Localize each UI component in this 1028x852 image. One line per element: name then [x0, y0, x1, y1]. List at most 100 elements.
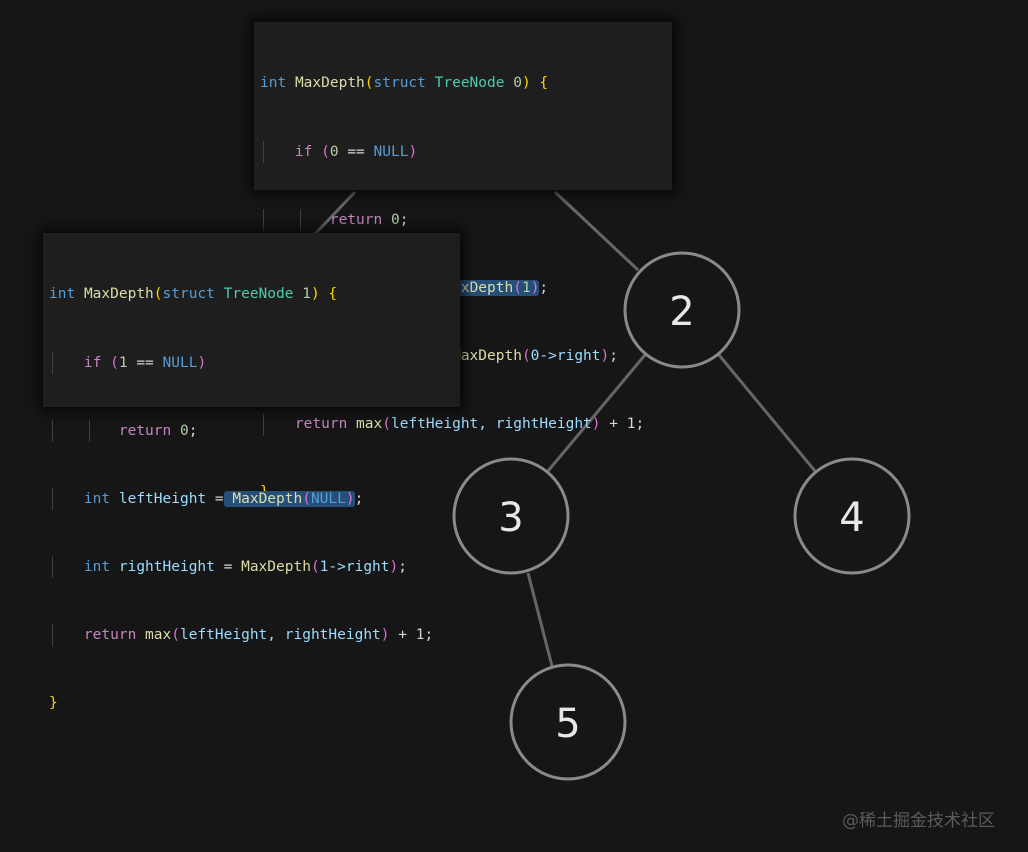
- token: (: [513, 279, 522, 296]
- token: ): [389, 558, 399, 575]
- token: ): [591, 415, 601, 432]
- token: {: [328, 286, 338, 303]
- edge-node3-to-node5: [526, 572, 554, 667]
- tree-node-2: 2: [623, 251, 741, 369]
- edge-root-to-node1: [313, 190, 357, 236]
- token: (: [382, 415, 391, 432]
- token: struct: [373, 75, 426, 92]
- token: return: [118, 422, 172, 439]
- code-line: }: [49, 692, 454, 715]
- token: 1: [302, 286, 311, 303]
- token: ): [530, 279, 540, 296]
- indent-guide: [300, 208, 301, 232]
- token: NULL: [373, 143, 409, 160]
- edge-root-to-node2: [553, 190, 640, 272]
- code-line: int MaxDepth(struct TreeNode 1) {: [49, 283, 454, 306]
- token: ;: [354, 490, 364, 507]
- code-line: int rightHeight = MaxDepth(1->right);: [49, 555, 454, 579]
- token: =: [223, 558, 233, 575]
- token: ;: [188, 422, 198, 439]
- token: + 1;: [609, 415, 645, 432]
- token: return: [294, 415, 348, 432]
- token: rightHeight: [495, 415, 592, 432]
- token: (: [153, 286, 163, 303]
- code-line: if (1 == NULL): [49, 351, 454, 375]
- token: (: [321, 143, 330, 160]
- token: 0: [513, 75, 522, 92]
- token: 0: [390, 211, 400, 228]
- highlighted-recursive-call: MaxDepth(1): [443, 279, 540, 296]
- token: ): [197, 354, 207, 371]
- token: + 1;: [398, 626, 434, 643]
- indent-guide: [52, 487, 53, 511]
- edge-node2-to-node4: [717, 354, 817, 472]
- token: }: [49, 694, 58, 711]
- token: MaxDepth: [83, 286, 154, 303]
- token: ): [600, 347, 610, 364]
- token: ): [521, 75, 531, 92]
- indent-guide: [52, 555, 53, 579]
- token: (: [521, 347, 531, 364]
- token: return: [329, 211, 383, 228]
- token: rightHeight: [118, 558, 215, 575]
- token: ): [345, 490, 355, 507]
- token: max: [356, 415, 383, 432]
- code-line: return 0;: [49, 419, 454, 443]
- token: leftHeight,: [390, 415, 488, 432]
- highlighted-recursive-call: MaxDepth(NULL): [223, 490, 355, 507]
- token: (: [310, 558, 320, 575]
- token: int: [260, 75, 287, 92]
- token: ;: [399, 211, 409, 228]
- code-box-call-1: int MaxDepth(struct TreeNode 1) { if (1 …: [43, 233, 460, 711]
- token: int: [83, 490, 111, 507]
- token: max: [145, 626, 172, 643]
- token: int: [49, 286, 76, 303]
- indent-guide: [52, 419, 53, 443]
- token: ;: [609, 347, 618, 364]
- token: TreeNode: [223, 286, 294, 303]
- node-label: 2: [669, 289, 694, 335]
- indent-guide: [263, 412, 264, 436]
- token: TreeNode: [434, 75, 505, 92]
- token: 1: [521, 279, 531, 296]
- code-line: return max(leftHeight, rightHeight) + 1;: [260, 412, 666, 436]
- token: MaxDepth: [241, 558, 311, 575]
- token: int: [83, 558, 111, 575]
- token: MaxDepth: [232, 490, 303, 507]
- tree-node-5: 5: [509, 663, 627, 781]
- code-box-call-0: int MaxDepth(struct TreeNode 0) { if (0 …: [254, 22, 672, 500]
- token: leftHeight: [118, 490, 207, 507]
- code-line: int MaxDepth(struct TreeNode 0) {: [260, 72, 666, 95]
- token: MaxDepth: [443, 279, 514, 296]
- code-line: return 0;: [260, 208, 666, 232]
- code-line: if (0 == NULL): [260, 140, 666, 164]
- node-label: 3: [498, 495, 523, 541]
- token: ): [408, 143, 418, 160]
- code-line: int leftHeight = MaxDepth(NULL);: [49, 487, 454, 511]
- token: return: [83, 626, 137, 643]
- token: if: [83, 354, 102, 371]
- token: NULL: [162, 354, 198, 371]
- token: rightHeight: [284, 626, 381, 643]
- token: MaxDepth: [294, 75, 365, 92]
- token: struct: [162, 286, 215, 303]
- token: {: [539, 75, 549, 92]
- token: (: [364, 75, 374, 92]
- token: (: [171, 626, 180, 643]
- watermark: @稀土掘金技术社区: [842, 811, 995, 831]
- token: NULL: [310, 490, 346, 507]
- node-label: 5: [555, 701, 580, 747]
- token: if: [294, 143, 313, 160]
- token: =: [214, 490, 224, 507]
- token: 0->right: [530, 347, 601, 364]
- token: leftHeight,: [179, 626, 277, 643]
- token: (: [302, 490, 311, 507]
- indent-guide: [263, 140, 264, 164]
- token: 0: [179, 422, 189, 439]
- token: ==: [347, 143, 365, 160]
- token: 1: [118, 354, 128, 371]
- indent-guide: [52, 351, 53, 375]
- edge-node2-to-node3: [546, 354, 647, 472]
- code-line: return max(leftHeight, rightHeight) + 1;: [49, 623, 454, 647]
